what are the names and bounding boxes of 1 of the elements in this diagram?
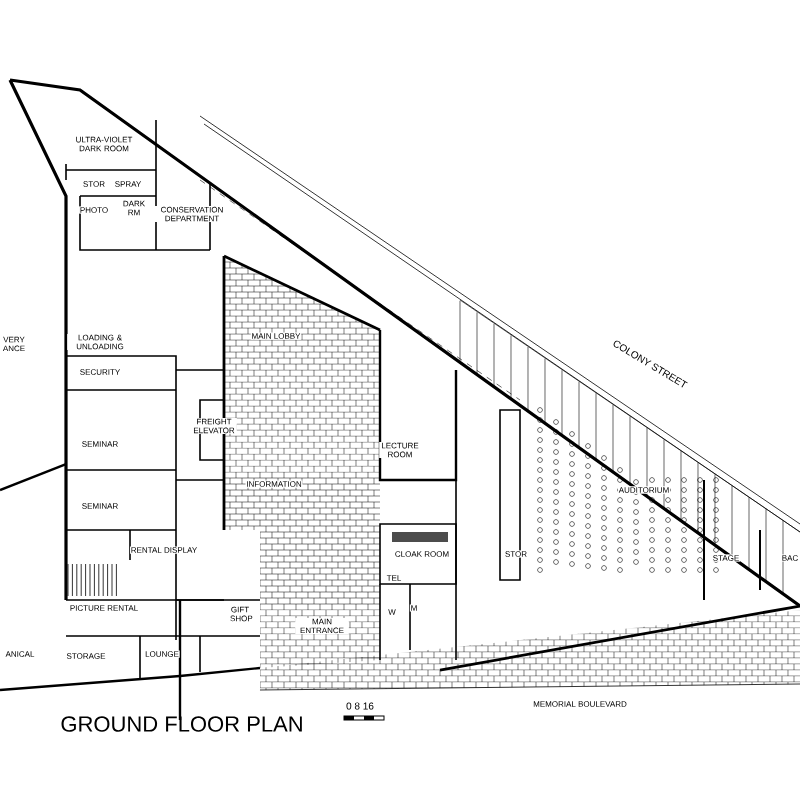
plan-title: GROUND FLOOR PLAN: [61, 716, 302, 732]
